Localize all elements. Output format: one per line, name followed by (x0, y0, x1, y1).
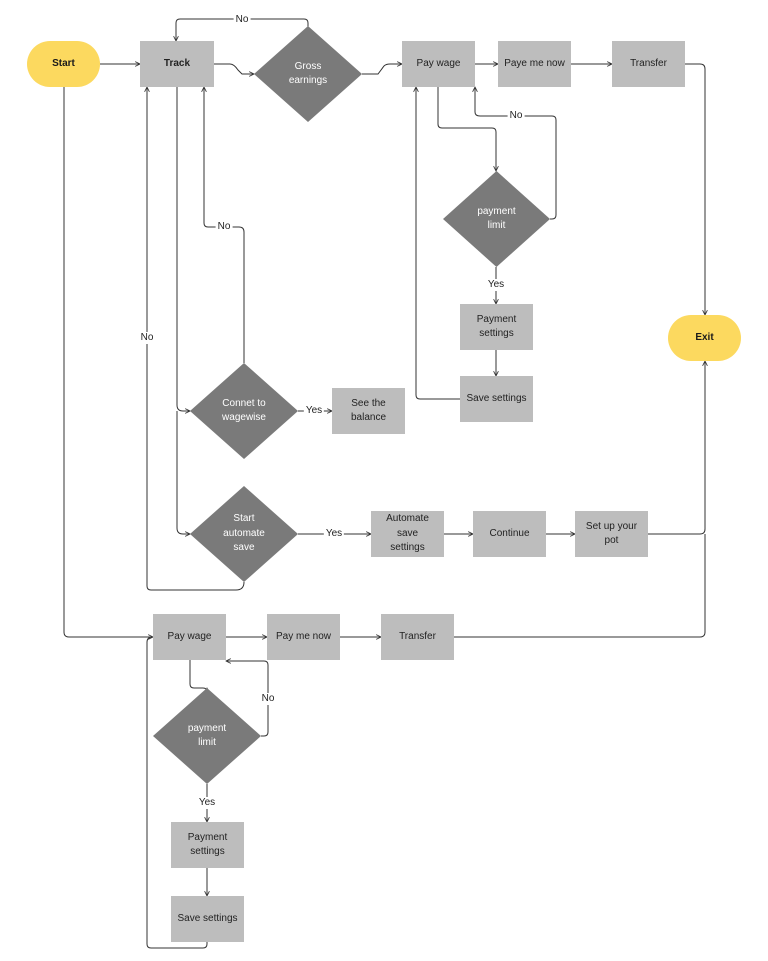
pay-me-now-bottom-box: Pay me now (267, 614, 340, 660)
save-settings-top-box: Save settings (460, 376, 533, 422)
edge-label-no-limit-bottom: No (259, 693, 277, 705)
connector-save-paywage-loop-bottom (146, 636, 208, 949)
exit-terminal: Exit (668, 315, 741, 361)
save-settings-bottom-label: Save settings (177, 912, 238, 924)
connector-limit-no-loop (475, 87, 557, 220)
start-label: Start (52, 57, 75, 69)
see-balance-label: See the balance (350, 397, 387, 424)
payment-limit-top-label: payment limit (477, 205, 516, 232)
payment-settings-bottom-box: Payment settings (171, 822, 244, 868)
connect-wagewise-label: Connet to wagewise (222, 397, 266, 424)
edge-label-no-automate: No (138, 332, 156, 344)
connector-track-gross (214, 63, 254, 74)
track-label: Track (163, 57, 191, 69)
gross-earnings-decision: Gross earnings (254, 26, 362, 122)
connector-track-connect (176, 87, 190, 411)
connector-track-automate (176, 411, 190, 534)
pay-wage-bottom-label: Pay wage (167, 630, 212, 642)
start-automate-save-decision: Start automate save (190, 486, 298, 582)
automate-save-settings-box: Automate save settings (371, 511, 444, 557)
edge-label-no-limit-top: No (507, 110, 525, 122)
connector-transfer-exit (685, 63, 705, 315)
start-automate-save-label: Start automate save (223, 513, 265, 554)
payment-limit-top-decision: payment limit (443, 171, 550, 267)
payment-limit-bottom-label: payment limit (187, 722, 227, 749)
pay-me-now-bottom-label: Pay me now (275, 630, 332, 642)
edge-label-yes-connect: Yes (303, 405, 325, 417)
connector-save-paywage-loop (416, 87, 460, 400)
paye-me-now-label: Paye me now (504, 57, 565, 69)
payment-settings-top-box: Payment settings (460, 304, 533, 350)
connector-start-paywage (63, 87, 153, 637)
edge-label-yes-limit-bottom: Yes (196, 797, 218, 809)
connector-transfer-exit-bottom (454, 534, 706, 638)
payment-settings-bottom-label: Payment settings (187, 831, 228, 858)
transfer-top-label: Transfer (630, 57, 667, 69)
payment-limit-bottom-decision: payment limit (153, 688, 261, 784)
automate-save-settings-label: Automate save settings (386, 513, 429, 554)
connector-automate-no-loop (147, 87, 245, 591)
connector-paywage-limit (437, 87, 496, 171)
continue-label: Continue (489, 527, 530, 539)
save-settings-bottom-box: Save settings (171, 896, 244, 942)
edge-label-no-connect: No (215, 221, 233, 233)
connector-pot-exit (648, 361, 705, 535)
transfer-top-box: Transfer (612, 41, 685, 87)
see-balance-box: See the balance (332, 388, 405, 434)
pay-wage-top-box: Pay wage (402, 41, 475, 87)
edge-label-yes-automate: Yes (323, 528, 345, 540)
start-terminal: Start (27, 41, 100, 87)
set-up-pot-box: Set up your pot (575, 511, 648, 557)
edge-label-yes-limit-top: Yes (485, 279, 507, 291)
track-box: Track (140, 41, 214, 87)
continue-box: Continue (473, 511, 546, 557)
exit-label: Exit (695, 331, 714, 343)
connector-gross-paywage (362, 64, 402, 75)
payment-settings-top-label: Payment settings (476, 313, 517, 340)
gross-earnings-label: Gross earnings (288, 60, 328, 87)
pay-wage-bottom-box: Pay wage (153, 614, 226, 660)
pay-wage-top-label: Pay wage (416, 57, 461, 69)
transfer-bottom-label: Transfer (399, 630, 436, 642)
set-up-pot-label: Set up your pot (585, 520, 638, 547)
transfer-bottom-box: Transfer (381, 614, 454, 660)
paye-me-now-box: Paye me now (498, 41, 571, 87)
connect-wagewise-decision: Connet to wagewise (190, 363, 298, 459)
edge-label-no-gross: No (233, 14, 251, 26)
save-settings-top-label: Save settings (466, 392, 527, 404)
